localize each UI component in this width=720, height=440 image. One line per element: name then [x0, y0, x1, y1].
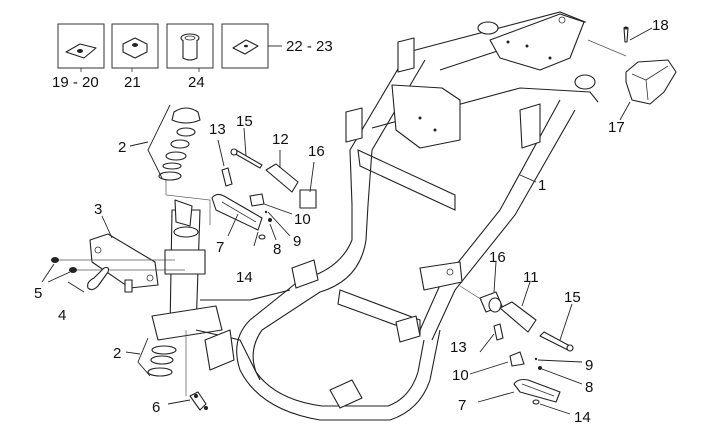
callout-16-left: 16 [308, 143, 325, 160]
callout-9-left: 9 [293, 233, 301, 250]
kit-label-19-20: 19 - 20 [52, 74, 99, 91]
callout-14-left: 14 [236, 269, 253, 286]
callout-1: 1 [538, 177, 546, 194]
kit-label-21: 21 [124, 74, 141, 91]
kit-label-24: 24 [188, 74, 205, 91]
callout-4: 4 [58, 307, 66, 324]
kit-box-22-23[interactable]: 22 - 23 [221, 23, 333, 69]
cable-loop-4[interactable] [87, 266, 110, 291]
callout-17: 17 [608, 119, 625, 136]
bracket-3[interactable] [89, 233, 159, 293]
kit-box-21[interactable]: 21 [111, 23, 159, 91]
callout-7-right: 7 [458, 397, 466, 414]
kit-box-19-20[interactable]: 19 - 20 [52, 23, 105, 91]
callout-7-left: 7 [216, 239, 224, 256]
kit-label-22-23: 22 - 23 [286, 38, 333, 55]
callout-12: 12 [272, 131, 289, 148]
callout-9-right: 9 [585, 357, 593, 374]
callout-15-left: 15 [236, 113, 253, 130]
callout-6: 6 [152, 399, 160, 416]
callout-11: 11 [523, 269, 539, 286]
callout-2-lower: 2 [113, 345, 121, 362]
screw-18[interactable] [587, 26, 629, 57]
callout-13-right: 13 [450, 339, 467, 356]
main-frame[interactable] [236, 11, 599, 421]
rear-cover-17[interactable] [625, 59, 677, 105]
callout-5: 5 [34, 285, 42, 302]
callout-8-left: 8 [273, 241, 281, 258]
leader-lines [41, 27, 653, 415]
callout-8-right: 8 [585, 379, 593, 396]
clip-6[interactable] [185, 330, 208, 411]
footpeg-right[interactable] [459, 285, 574, 405]
callout-3: 3 [94, 201, 102, 218]
callout-18: 18 [652, 17, 669, 34]
callout-2-upper: 2 [118, 139, 126, 156]
callout-10-left: 10 [294, 211, 311, 228]
bearing-set-upper[interactable] [147, 104, 211, 225]
callout-10-right: 10 [452, 367, 469, 384]
callout-13-left: 13 [209, 121, 226, 138]
bearing-set-lower[interactable] [137, 337, 177, 377]
screws-5[interactable] [51, 257, 185, 273]
callout-15-right: 15 [564, 289, 581, 306]
callout-14-right: 14 [574, 409, 591, 426]
callout-16-right: 16 [489, 249, 506, 266]
footpeg-left[interactable] [211, 148, 317, 240]
kit-box-24[interactable]: 24 [166, 23, 214, 91]
